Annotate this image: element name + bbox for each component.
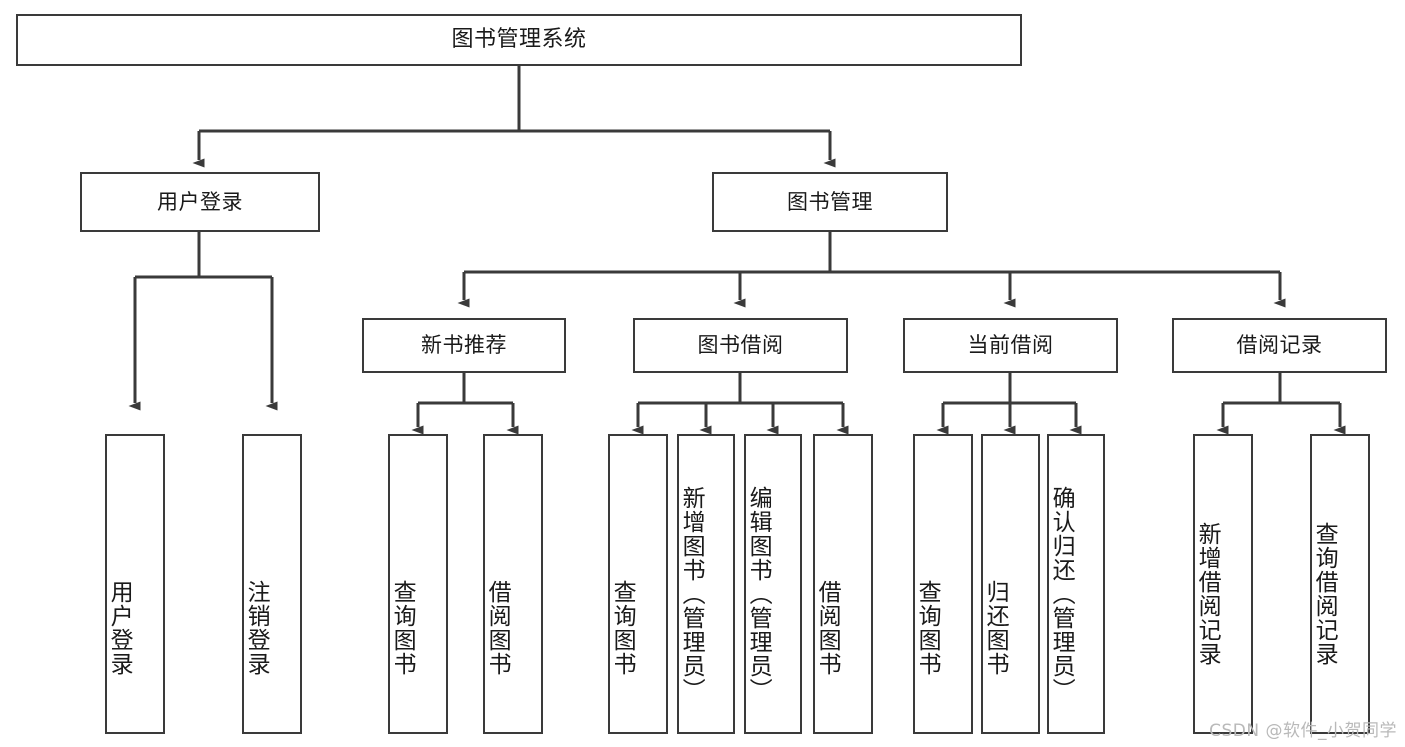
node-leaf-logout-login[interactable]: 注销登录 xyxy=(242,434,302,734)
node-user-login[interactable]: 用户登录 xyxy=(80,172,320,232)
node-label: 图书管理 xyxy=(787,189,873,214)
node-leaf-borrow-book-borrow[interactable]: 借阅图书 xyxy=(813,434,873,734)
node-leaf-user-login[interactable]: 用户登录 xyxy=(105,434,165,734)
node-label: 查询图书 xyxy=(389,580,416,676)
node-label: 查询图书 xyxy=(914,580,941,676)
node-leaf-borrow-book-recommend[interactable]: 借阅图书 xyxy=(483,434,543,734)
node-book-borrow[interactable]: 图书借阅 xyxy=(633,318,848,373)
node-leaf-return-book[interactable]: 归还图书 xyxy=(981,434,1040,734)
node-book-manage[interactable]: 图书管理 xyxy=(712,172,948,232)
node-current-borrow[interactable]: 当前借阅 xyxy=(903,318,1118,373)
node-label: 借阅图书 xyxy=(814,580,841,676)
node-label: 编辑图书（管理员） xyxy=(745,486,772,702)
node-label: 查询图书 xyxy=(609,580,636,676)
node-label: 用户登录 xyxy=(157,189,243,214)
node-label: 新增图书（管理员） xyxy=(678,486,705,702)
node-label: 归还图书 xyxy=(982,580,1009,676)
node-label: 图书借阅 xyxy=(697,333,784,358)
node-borrow-record[interactable]: 借阅记录 xyxy=(1172,318,1387,373)
node-leaf-add-borrow-record[interactable]: 新增借阅记录 xyxy=(1193,434,1253,734)
watermark-text: CSDN @软件_小贺同学 xyxy=(1209,721,1397,741)
node-label: 确认归还（管理员） xyxy=(1048,486,1075,702)
node-label: 查询借阅记录 xyxy=(1311,522,1338,666)
node-label: 借阅记录 xyxy=(1236,333,1323,358)
node-new-book-recommend[interactable]: 新书推荐 xyxy=(362,318,566,373)
node-label: 新增借阅记录 xyxy=(1194,522,1221,666)
node-leaf-query-borrow-record[interactable]: 查询借阅记录 xyxy=(1310,434,1370,734)
node-label: 借阅图书 xyxy=(484,580,511,676)
node-leaf-confirm-return[interactable]: 确认归还（管理员） xyxy=(1047,434,1105,734)
node-label: 新书推荐 xyxy=(421,333,507,358)
node-label: 注销登录 xyxy=(243,580,270,676)
node-label: 用户登录 xyxy=(106,580,133,676)
node-leaf-query-book-current[interactable]: 查询图书 xyxy=(913,434,973,734)
node-leaf-add-book[interactable]: 新增图书（管理员） xyxy=(677,434,735,734)
node-label: 图书管理系统 xyxy=(451,27,587,53)
node-leaf-query-book-recommend[interactable]: 查询图书 xyxy=(388,434,448,734)
node-leaf-query-book-borrow[interactable]: 查询图书 xyxy=(608,434,668,734)
node-label: 当前借阅 xyxy=(967,333,1054,358)
node-root-book-management-system[interactable]: 图书管理系统 xyxy=(16,14,1022,66)
node-leaf-edit-book[interactable]: 编辑图书（管理员） xyxy=(744,434,802,734)
